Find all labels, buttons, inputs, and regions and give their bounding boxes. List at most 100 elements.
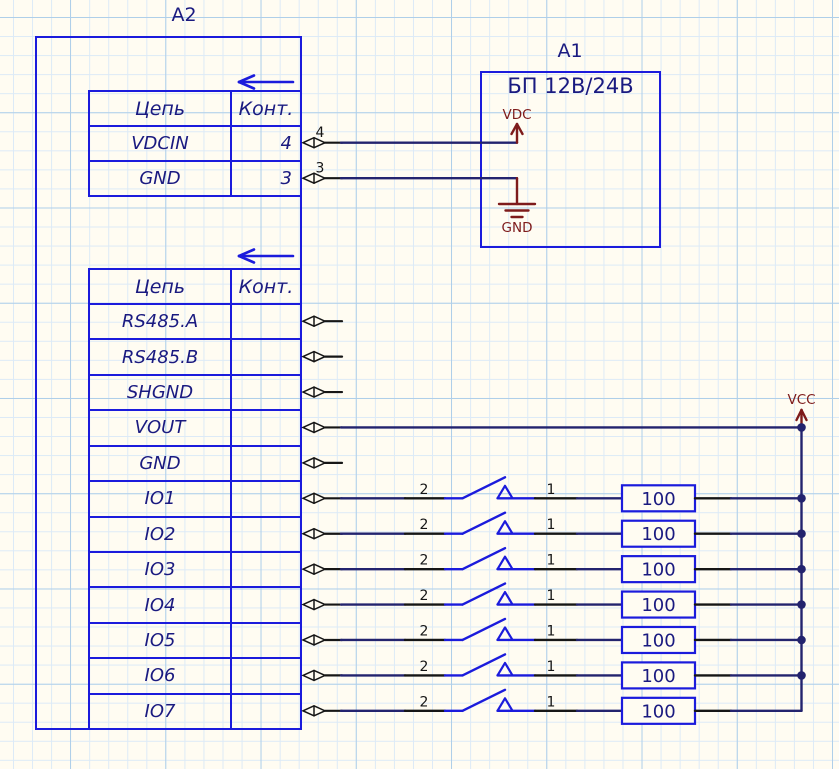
pin-vdcin-wire[interactable]: 4 [301,125,519,149]
pin-number [230,694,300,728]
pin-number [230,588,300,622]
gnd-power-symbol[interactable]: GND [497,176,537,236]
switch-pin-2: 2 [420,553,429,569]
switch-pin-1: 1 [547,553,556,569]
net-row-shgnd: SHGND [90,373,300,410]
pin-number [230,375,300,410]
net-name: RS485.B [121,346,199,368]
resistor-value: 100 [641,666,675,687]
pin-number [230,482,300,516]
io2-resistor[interactable]: 100 [575,519,733,548]
net-name: GND [139,168,181,189]
pin-io2[interactable] [301,527,344,540]
io5-wire-out[interactable] [729,635,806,645]
net-name: SHGND [126,382,194,404]
pin-io6[interactable] [301,669,344,682]
net-name: VDCIN [131,133,189,154]
net-name: IO7 [144,700,176,722]
junction-dot [797,529,806,539]
io6-wire-out[interactable] [729,671,806,680]
net-row-io7: IO7 [90,692,300,728]
net-name: IO1 [144,488,176,510]
pin-number [230,659,300,693]
resistor-value: 100 [641,595,675,616]
table-header-row: Цепь Конт. [90,270,300,303]
pin-io3[interactable] [301,563,344,575]
direction-arrow-top [237,74,295,90]
net-name: GND [139,452,181,474]
vcc-label: VCC [787,392,815,408]
switch-pin-1: 1 [547,694,556,710]
io7-resistor[interactable]: 100 [575,696,733,725]
pin-number: 3 [230,162,300,195]
pin-io7[interactable] [301,704,344,717]
io6-resistor[interactable]: 100 [575,661,733,690]
pin-number-4: 4 [316,125,325,141]
pin-rs485a[interactable] [301,315,344,328]
net-name: RS485.A [121,311,199,333]
pin-io1[interactable] [301,492,344,505]
net-row-io6: IO6 [90,657,300,693]
junction-dot [797,635,806,645]
switch-pin-2: 2 [420,694,429,710]
gnd-label: GND [502,220,533,236]
switch-pin-2: 2 [420,482,429,498]
pin-io4[interactable] [301,598,344,611]
net-row-io2: IO2 [90,515,300,551]
pin-gnd-wire[interactable]: 3 [301,161,519,185]
pin-gnd[interactable] [301,457,344,469]
pin-vout-wire[interactable] [301,421,803,434]
net-row-io5: IO5 [90,621,300,658]
net-row-vdcin: VDCIN 4 [90,125,300,160]
resistor-value: 100 [641,524,675,545]
net-name: IO3 [144,559,176,581]
net-row-rs485b: RS485.B [90,338,300,374]
pin-column-header: Конт. [230,270,300,303]
resistor-value: 100 [641,489,675,510]
vdc-power-symbol[interactable]: VDC [502,107,532,144]
resistor-value: 100 [641,630,675,651]
pin-io5[interactable] [301,634,344,646]
junction-dot [797,564,806,574]
power-supply-block-a1[interactable] [480,71,661,248]
power-connector-table[interactable]: Цепь Конт. VDCIN 4 GND 3 [88,90,302,197]
io5-resistor[interactable]: 100 [575,625,733,655]
junction-dot [797,600,806,609]
io1-resistor[interactable]: 100 [575,484,733,513]
io4-wire-out[interactable] [729,600,806,609]
io1-wire-out[interactable] [729,494,806,503]
pin-number [230,411,300,445]
switch-pin-1: 1 [547,623,556,639]
net-row-gnd: GND 3 [90,160,300,195]
pin-shgnd[interactable] [301,386,344,398]
vdc-label: VDC [502,107,531,123]
resistor-value: 100 [641,560,675,581]
switch-pin-1: 1 [547,482,556,498]
net-row-io1: IO1 [90,480,300,516]
io-connector-table[interactable]: Цепь Конт. RS485.A RS485.B SHGND VOUT GN… [88,268,302,730]
resistor-value: 100 [641,701,675,722]
pin-rs485b[interactable] [301,350,344,363]
pin-number [230,340,300,374]
net-column-header: Цепь [134,97,186,120]
switch-pin-1: 1 [547,659,556,675]
a2-ref-label: A2 [171,4,197,26]
pin-number [230,623,300,658]
net-row-vout: VOUT [90,409,300,445]
io3-wire-out[interactable] [729,564,806,574]
io2-wire-out[interactable] [729,529,806,539]
switch-pin-1: 1 [547,588,556,604]
io4-resistor[interactable]: 100 [575,590,733,619]
vcc-power-symbol[interactable]: VCC [787,392,816,429]
switch-pin-2: 2 [420,623,429,639]
net-row-io4: IO4 [90,586,300,622]
io3-resistor[interactable]: 100 [575,555,733,584]
